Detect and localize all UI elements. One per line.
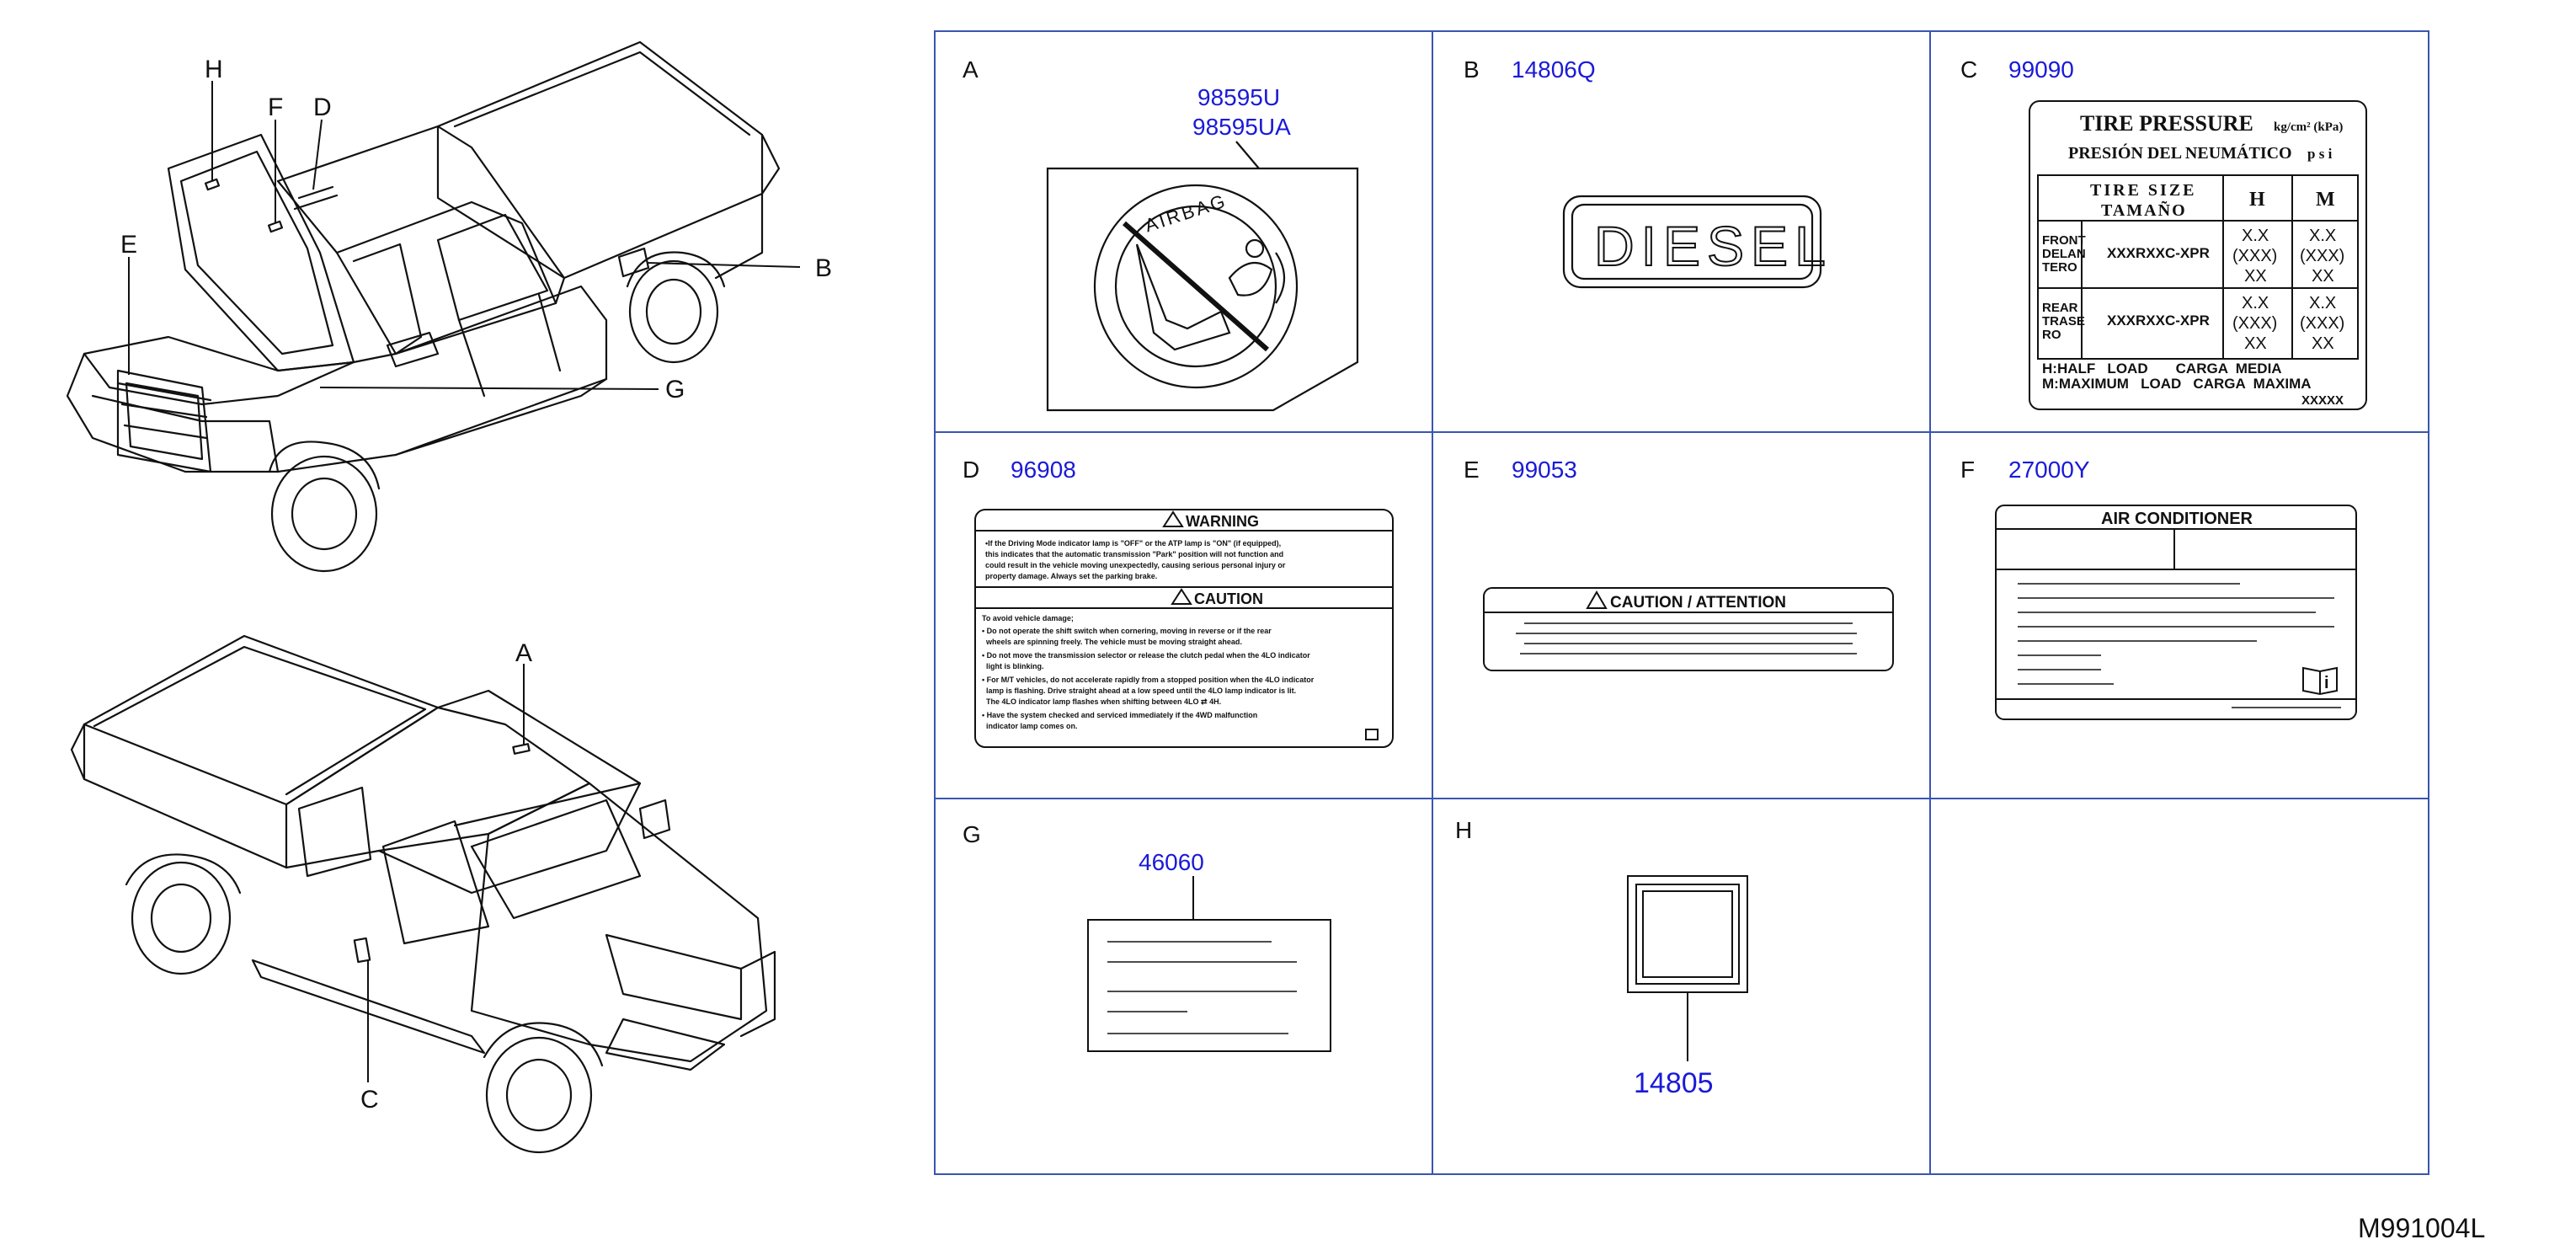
panel-b-part: 14806Q: [1512, 56, 1596, 83]
caution-line-2: • Do not operate the shift switch when c…: [982, 627, 1272, 635]
caution-line-7: lamp is flashing. Drive straight ahead a…: [982, 686, 1296, 695]
warning-line-4: property damage. Always set the parking …: [985, 572, 1157, 580]
diagram-code: M991004L: [2358, 1213, 2485, 1243]
callout-b: B: [815, 254, 832, 282]
warning-line-2: this indicates that the automatic transm…: [985, 550, 1283, 558]
panel-g-part: 46060: [1139, 849, 1204, 875]
panel-c-letter: C: [1960, 56, 1977, 83]
panel-b-letter: B: [1464, 56, 1480, 83]
tire-front-name3: TERO: [2042, 260, 2077, 275]
caution-line-9: • Have the system checked and serviced i…: [982, 711, 1257, 719]
tire-rear-name3: RO: [2042, 328, 2061, 342]
warning-line-1: •If the Driving Mode indicator lamp is "…: [985, 539, 1281, 548]
tire-rear-m3: XX: [2312, 334, 2334, 353]
tire-legend-2: M:MAXIMUM LOAD CARGA MAXIMA: [2042, 376, 2312, 392]
tire-front-m2: (XXX): [2300, 247, 2344, 265]
caution-title: CAUTION: [1194, 590, 1263, 607]
tire-rear-h1: X.X: [2242, 294, 2269, 312]
tire-front-size: XXXRXXC-XPR: [2107, 245, 2210, 261]
tire-unit-top: kg/cm² (kPa): [2274, 120, 2343, 134]
tire-rear-name2: TRASE: [2042, 314, 2085, 329]
tire-pressure-label: [2029, 100, 2367, 410]
tire-rear-size: XXXRXXC-XPR: [2107, 312, 2210, 329]
panel-h-letter: H: [1455, 817, 1472, 843]
tire-subtitle: PRESIÓN DEL NEUMÁTICO: [2068, 142, 2292, 163]
airbag-text: AIRBAG: [1142, 190, 1229, 236]
diesel-label: [1562, 195, 1822, 289]
caution-line-10: indicator lamp comes on.: [982, 722, 1078, 730]
caution-line-5: light is blinking.: [982, 662, 1044, 670]
tire-front-h3: XX: [2244, 267, 2267, 286]
tire-rear-h2: (XXX): [2232, 314, 2277, 333]
caution-line-6: • For M/T vehicles, do not accelerate ra…: [982, 676, 1315, 684]
tire-front-h2: (XXX): [2232, 247, 2277, 265]
tire-front-m3: XX: [2312, 267, 2334, 286]
warning-title: WARNING: [1186, 513, 1259, 530]
caution-line-4: • Do not move the transmission selector …: [982, 651, 1310, 660]
label-14805: [1627, 875, 1748, 1061]
tire-legend-1: H:HALF LOAD CARGA MEDIA: [2042, 361, 2282, 377]
warning-line-3: could result in the vehicle moving unexp…: [985, 561, 1286, 569]
tire-front-m1: X.X: [2309, 227, 2336, 245]
truck-bottom-illustration: [70, 634, 776, 1154]
tire-front-name: FRONT: [2042, 233, 2086, 248]
caution-line-3: wheels are spinning freely. The vehicle …: [982, 638, 1242, 646]
panel-c-part: 99090: [2008, 56, 2074, 83]
tire-rear-name: REAR: [2042, 301, 2078, 315]
panel-a-letter: A: [963, 56, 979, 83]
tire-front-name2: DELAN: [2042, 247, 2086, 261]
label-grid: [934, 30, 2429, 1175]
tire-code: XXXXX: [2301, 393, 2344, 408]
callout-a: A: [515, 639, 532, 667]
caution-attention-text: CAUTION / ATTENTION: [1610, 594, 1786, 612]
truck-top-illustration: [66, 40, 781, 573]
diesel-text: DIESEL: [1594, 215, 1832, 277]
panel-h-part: 14805: [1634, 1067, 1714, 1099]
label-46060: [1087, 876, 1331, 1052]
tire-unit-bottom: p s i: [2307, 146, 2333, 162]
caution-line-1: To avoid vehicle damage;: [982, 614, 1074, 622]
tire-size-header: TIRE SIZE: [2090, 181, 2197, 200]
callout-f: F: [268, 93, 283, 121]
panel-a-part-1: 98595U: [1197, 84, 1280, 110]
tire-rear-m1: X.X: [2309, 294, 2336, 312]
panel-g-letter: G: [963, 821, 981, 847]
warning-caution-label: [974, 509, 1394, 748]
callout-e: E: [120, 231, 137, 259]
panel-e-part: 99053: [1512, 457, 1577, 483]
panel-f-letter: F: [1960, 457, 1975, 483]
callout-leaders: [128, 81, 801, 1082]
panel-a-part-2: 98595UA: [1192, 114, 1291, 140]
panel-f-part: 27000Y: [2008, 457, 2090, 483]
callout-c: C: [360, 1086, 379, 1114]
air-conditioner-label: [1995, 505, 2357, 720]
callout-h: H: [205, 56, 223, 83]
panel-d-part: 96908: [1011, 457, 1076, 483]
callout-g: G: [665, 376, 685, 403]
manual-icon: i: [2324, 674, 2329, 692]
tire-col-h: H: [2249, 189, 2265, 211]
tire-col-m: M: [2316, 189, 2335, 211]
caution-attention-label: [1483, 587, 1894, 671]
air-conditioner-text: AIR CONDITIONER: [2101, 510, 2253, 528]
tire-title: TIRE PRESSURE: [2080, 111, 2253, 136]
tire-rear-h3: XX: [2244, 334, 2267, 353]
callout-d: D: [313, 93, 332, 121]
caution-line-8: The 4LO indicator lamp flashes when shif…: [982, 697, 1221, 706]
panel-e-letter: E: [1464, 457, 1480, 483]
airbag-label: [1046, 141, 1359, 412]
tire-size-header-es: TAMAÑO: [2101, 200, 2187, 220]
tire-front-h1: X.X: [2242, 227, 2269, 245]
tire-rear-m2: (XXX): [2300, 314, 2344, 333]
callout-letters: H F D E B G A C: [120, 56, 832, 1114]
panel-d-letter: D: [963, 457, 979, 483]
